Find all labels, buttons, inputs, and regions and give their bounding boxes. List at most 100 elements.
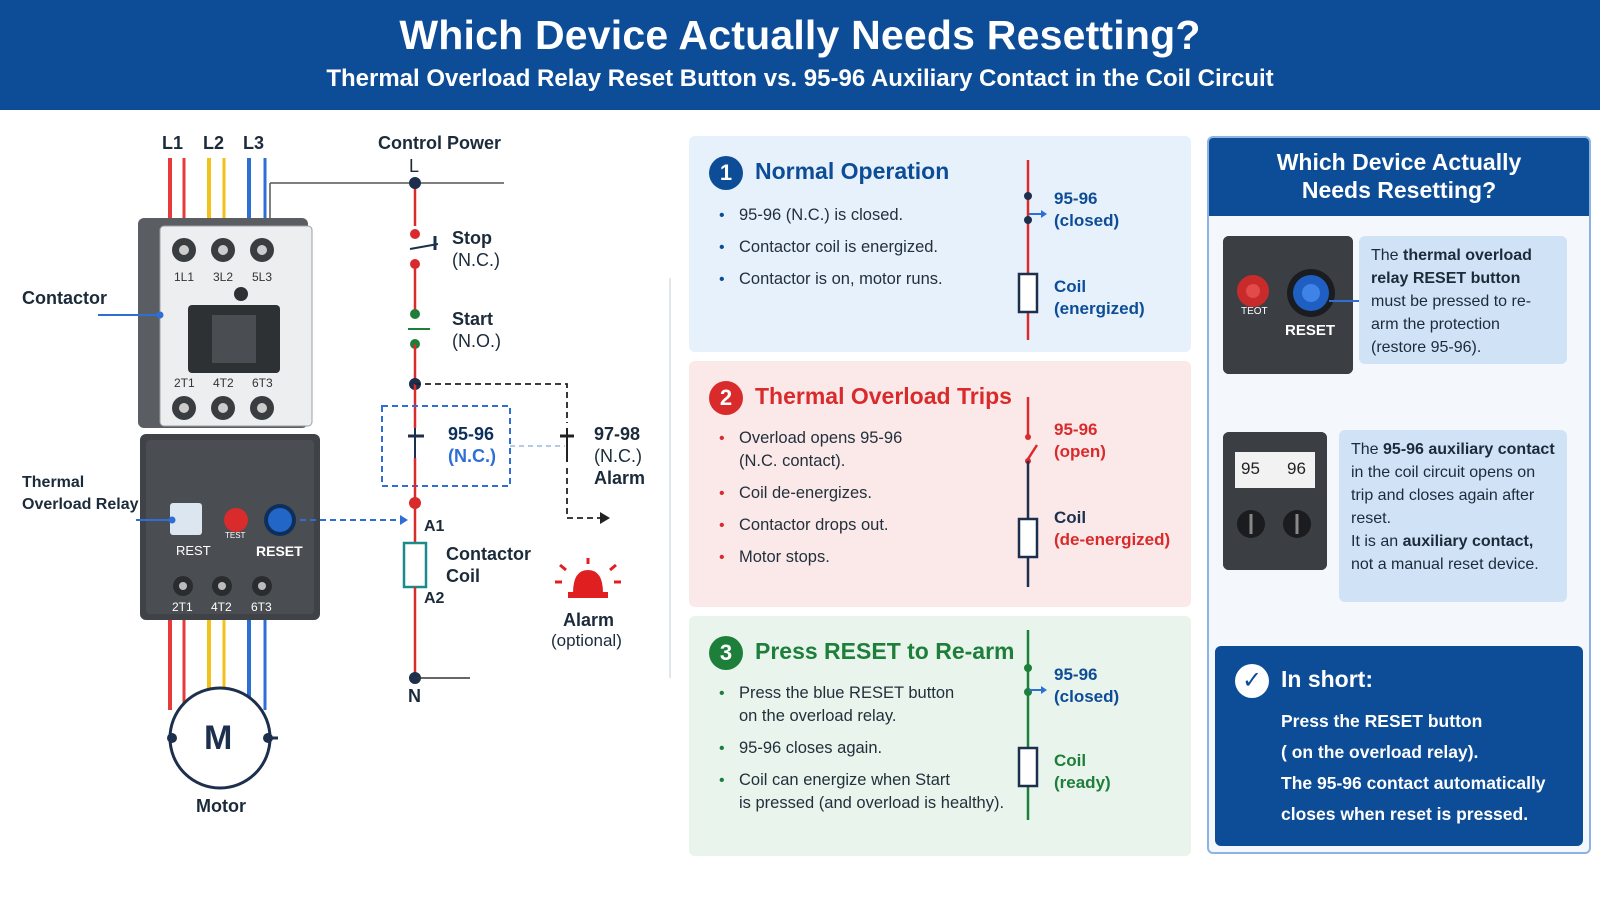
summary-header: Which Device Actually Needs Resetting?: [1209, 138, 1589, 216]
photo-terminal-96: 96: [1287, 459, 1306, 478]
list-item: 95-96 closes again.: [719, 737, 1004, 760]
overload-label-line2: Overload Relay: [22, 496, 139, 513]
contact-label: 95-96: [1054, 420, 1098, 439]
in-short-box: ✓ In short: Press the RESET button ( on …: [1215, 646, 1583, 846]
card-overload-trips: 2 Thermal Overload Trips Overload opens …: [689, 361, 1191, 607]
terminal-1l1: 1L1: [174, 270, 195, 284]
relay-terminal-6t3: 6T3: [251, 600, 272, 614]
contactor-coil: [402, 541, 428, 589]
card-press-reset: 3 Press RESET to Re-arm Press the blue R…: [689, 616, 1191, 856]
page-title: Which Device Actually Needs Resetting?: [399, 12, 1201, 58]
reset-button-callout: The thermal overload relay RESET button …: [1359, 236, 1567, 364]
control-power-label: Control Power: [378, 133, 502, 153]
terminal-6t3: 6T3: [252, 376, 273, 390]
contact-97-98-type: (N.C.): [594, 446, 642, 466]
contactor-bottom-screws: [172, 396, 274, 420]
in-short-body: Press the RESET button ( on the overload…: [1281, 711, 1546, 824]
line-n-label: N: [408, 686, 421, 706]
list-item-continued: (N.C. contact).: [739, 452, 846, 470]
list-item: Press the blue RESET button: [719, 682, 1004, 705]
relay-dial-icon: [170, 503, 202, 535]
header: Which Device Actually Needs Resetting? T…: [0, 0, 1600, 110]
contact-95-96-type: (N.C.): [448, 446, 496, 466]
stop-contact: [409, 243, 439, 250]
list-item: Motor stops.: [719, 546, 902, 569]
contact-label: 95-96: [1054, 665, 1098, 684]
terminal-5l3: 5L3: [252, 270, 273, 284]
list-item: Coil de-energizes.: [719, 482, 902, 505]
coil-label-2: Coil: [446, 566, 480, 586]
phase-l2-label: L2: [203, 133, 225, 153]
node-l: [409, 177, 421, 189]
relay-rest-label: REST: [176, 543, 211, 558]
overload-label-line1: Thermal: [22, 474, 85, 491]
wiring-diagram-graphic: [98, 158, 671, 790]
photo-terminal-95: 95: [1241, 459, 1260, 478]
step-number: 2: [709, 381, 743, 415]
motor-symbol: M: [204, 719, 233, 757]
contactor-label: Contactor: [22, 288, 107, 308]
coil-state: (de-energized): [1054, 530, 1171, 549]
relay-reset-label: RESET: [256, 543, 303, 559]
photo-reset-label: RESET: [1285, 322, 1336, 339]
relay-terminal-2t1: 2T1: [172, 600, 193, 614]
step-number: 3: [709, 636, 743, 670]
contact-state: (closed): [1054, 687, 1120, 706]
card-items: 95-96 (N.C.) is closed. Contactor coil i…: [719, 204, 943, 300]
coil-label: Contactor: [446, 544, 531, 564]
contact-97-98-label: 97-98: [594, 424, 641, 444]
card-title: Thermal Overload Trips: [755, 383, 1012, 409]
closed-contact-diagram: [1017, 160, 1039, 340]
list-item: Contactor drops out.: [719, 514, 902, 537]
relay-photo: TEOT RESET: [1223, 236, 1353, 374]
wiring-diagram: L1 L2 L3 Contactor Thermal Overload Rela…: [0, 118, 680, 858]
terminal-4t2: 4T2: [213, 376, 234, 390]
list-item: Contactor coil is energized.: [719, 236, 943, 259]
coil-state: (energized): [1054, 299, 1145, 318]
contact-state: (closed): [1054, 211, 1120, 230]
coil-label: Coil: [1054, 751, 1087, 770]
in-short-title: In short:: [1281, 666, 1373, 692]
start-label: Start: [452, 309, 494, 329]
start-type-label: (N.O.): [452, 331, 501, 351]
summary-panel: Which Device Actually Needs Resetting? T…: [1207, 136, 1591, 854]
terminal-a1: A1: [424, 518, 445, 535]
summary-title-line1: Which Device Actually: [1276, 149, 1522, 175]
terminal-photo: 95 96: [1223, 432, 1327, 570]
relay-test-label: TEST: [225, 531, 246, 540]
list-item-continued: on the overload relay.: [739, 707, 897, 725]
alarm-label: Alarm: [563, 610, 615, 630]
reset-contact-diagram: [1017, 630, 1039, 820]
contact-state: (open): [1054, 442, 1106, 461]
list-item-continued: is pressed (and overload is healthy).: [739, 794, 1005, 812]
coil-label: Coil: [1054, 508, 1087, 527]
coil-state: (ready): [1054, 773, 1111, 792]
alarm-optional-label: (optional): [551, 631, 622, 650]
motor-label: Motor: [196, 796, 246, 816]
list-item: Contactor is on, motor runs.: [719, 268, 943, 291]
step-number: 1: [709, 156, 743, 190]
card-title: Press RESET to Re-arm: [755, 638, 1015, 664]
test-button-icon: [224, 508, 248, 532]
phase-l3-label: L3: [243, 133, 265, 153]
contact-97-98-alarm: Alarm: [594, 468, 646, 488]
open-contact-diagram: [1017, 397, 1039, 587]
summary-title-line2: Needs Resetting?: [1301, 177, 1497, 203]
phase-l1-label: L1: [162, 133, 184, 153]
relay-terminal-4t2: 4T2: [211, 600, 232, 614]
card-title: Normal Operation: [755, 158, 950, 184]
page-subtitle: Thermal Overload Relay Reset Button vs. …: [326, 65, 1274, 92]
coil-label: Coil: [1054, 277, 1087, 296]
stop-type-label: (N.C.): [452, 250, 500, 270]
check-icon: ✓: [1235, 664, 1269, 698]
reset-button-icon: [268, 508, 292, 532]
photo-test-label: TEOT: [1241, 306, 1268, 317]
card-items: Press the blue RESET button on the overl…: [719, 682, 1004, 824]
card-normal-operation: 1 Normal Operation 95-96 (N.C.) is close…: [689, 136, 1191, 352]
alarm-beacon-icon: [555, 558, 621, 598]
line-l-label: L: [409, 156, 420, 176]
overload-contact-box: [381, 405, 511, 487]
list-item: 95-96 (N.C.) is closed.: [719, 204, 943, 227]
contactor-top-screws: [172, 238, 274, 262]
terminal-a2: A2: [424, 590, 445, 607]
